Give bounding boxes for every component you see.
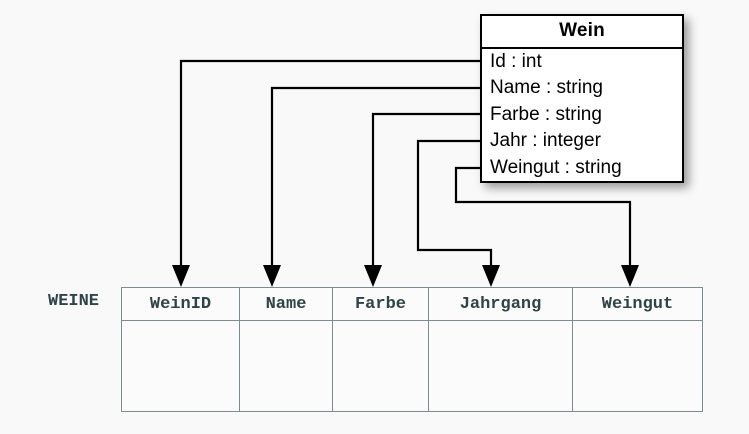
- column-header-weingut[interactable]: Weingut: [572, 287, 703, 321]
- uml-class-name: Wein: [482, 16, 682, 49]
- table-cell-farbe[interactable]: [332, 320, 429, 412]
- table-header-row: WeinID Name Farbe Jahrgang Weingut: [121, 287, 703, 321]
- table-row: [121, 320, 703, 412]
- connector-farbe-to-farbe: [364, 112, 480, 287]
- column-header-weinid[interactable]: WeinID: [121, 287, 240, 321]
- uml-attribute-id: Id : int: [490, 51, 542, 72]
- table-cell-name[interactable]: [239, 320, 333, 412]
- uml-attribute-farbe: Farbe : string: [490, 103, 602, 125]
- table-cell-weingut[interactable]: [572, 320, 703, 412]
- uml-attribute-weingut: Weingut : string: [490, 156, 622, 178]
- column-header-farbe[interactable]: Farbe: [332, 287, 429, 321]
- uml-attribute-jahr: Jahr : integer: [490, 130, 601, 152]
- connector-jahr-to-jahrgang: [416, 139, 500, 287]
- connector-name-to-name: [263, 86, 480, 287]
- uml-attribute-list: Id : int Name : string Farbe : string Ja…: [482, 49, 682, 181]
- column-header-jahrgang[interactable]: Jahrgang: [428, 287, 573, 321]
- connector-weingut-to-weingut: [454, 166, 639, 287]
- uml-attribute-name: Name : string: [490, 77, 603, 99]
- connector-id-to-weinid: [172, 59, 480, 287]
- uml-class-box[interactable]: Wein Id : int Name : string Farbe : stri…: [480, 14, 684, 183]
- column-header-name[interactable]: Name: [239, 287, 333, 321]
- table-cell-jahrgang[interactable]: [428, 320, 573, 412]
- relational-table[interactable]: WeinID Name Farbe Jahrgang Weingut: [121, 287, 703, 412]
- table-cell-weinid[interactable]: [121, 320, 240, 412]
- relational-table-name: WEINE: [48, 292, 100, 311]
